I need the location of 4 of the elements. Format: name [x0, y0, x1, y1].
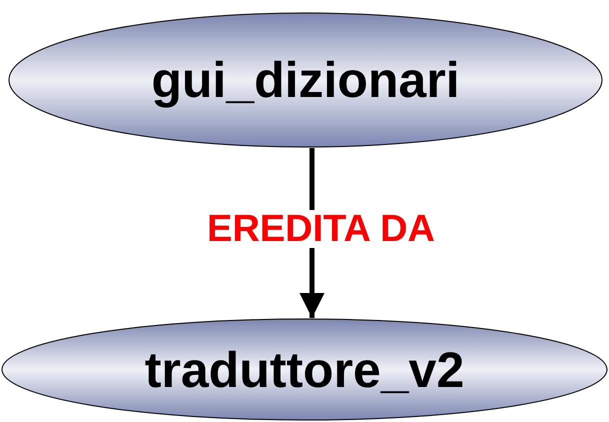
node-label: gui_dizionari: [151, 51, 460, 109]
ellipse-node: [1, 318, 608, 421]
ellipse-node: [8, 12, 603, 148]
node-label: traduttore_v2: [144, 340, 464, 398]
